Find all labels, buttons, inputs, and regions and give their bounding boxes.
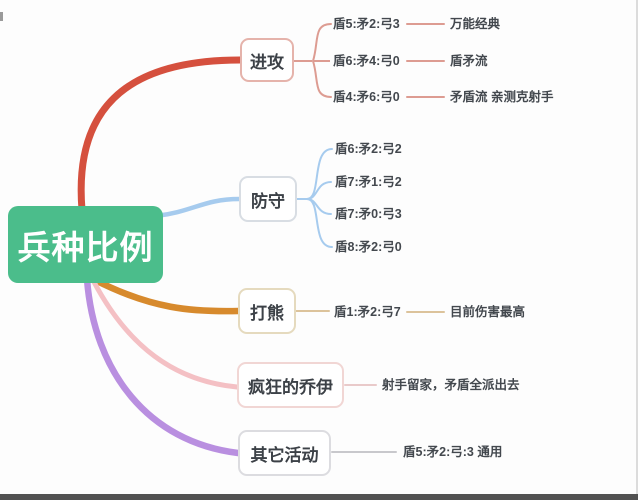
- defense-fan-arm-1: [306, 148, 333, 200]
- right-edge-border: [636, 0, 638, 494]
- bottom-bar: [0, 494, 638, 500]
- attack-child-ratio-3[interactable]: 盾4:矛6:弓0: [333, 89, 400, 104]
- defense-fan-arm-4: [306, 198, 333, 248]
- attack-child-note-3[interactable]: 矛盾流 亲测克射手: [450, 89, 554, 104]
- bear-child-note[interactable]: 目前伤害最高: [450, 304, 526, 319]
- attack-child-note-1[interactable]: 万能经典: [450, 16, 501, 31]
- branch-node-defense[interactable]: 防守: [239, 176, 297, 222]
- other-child-text[interactable]: 盾5:矛2:弓:3 通用: [403, 444, 503, 459]
- joey-child-text[interactable]: 射手留家，矛盾全派出去: [382, 377, 520, 392]
- defense-child-ratio-3[interactable]: 盾7:矛0:弓3: [335, 206, 402, 221]
- branch-curve-joey: [91, 279, 240, 390]
- defense-child-ratio-4[interactable]: 盾8:矛2:弓0: [335, 239, 402, 254]
- attack-child-note-2[interactable]: 盾矛流: [450, 53, 488, 68]
- branch-curve-defense: [153, 196, 242, 219]
- bear-child-ratio[interactable]: 盾1:矛2:弓7: [334, 304, 401, 319]
- defense-child-ratio-2[interactable]: 盾7:矛1:弓2: [335, 174, 402, 189]
- branch-node-other[interactable]: 其它活动: [238, 430, 331, 476]
- attack-child-ratio-2[interactable]: 盾6:矛4:弓0: [333, 53, 400, 68]
- defense-child-ratio-1[interactable]: 盾6:矛2:弓2: [335, 141, 402, 156]
- branch-node-attack[interactable]: 进攻: [240, 38, 294, 82]
- branch-curve-attack: [77, 56, 244, 214]
- root-node[interactable]: 兵种比例: [8, 206, 163, 283]
- branch-curve-bear: [91, 276, 242, 315]
- branch-node-bear[interactable]: 打熊: [238, 288, 296, 334]
- branch-curve-other: [83, 275, 242, 457]
- left-edge-artifact: [0, 12, 3, 21]
- branch-node-joey[interactable]: 疯狂的乔伊: [237, 362, 344, 408]
- attack-child-ratio-1[interactable]: 盾5:矛2:弓3: [333, 16, 400, 31]
